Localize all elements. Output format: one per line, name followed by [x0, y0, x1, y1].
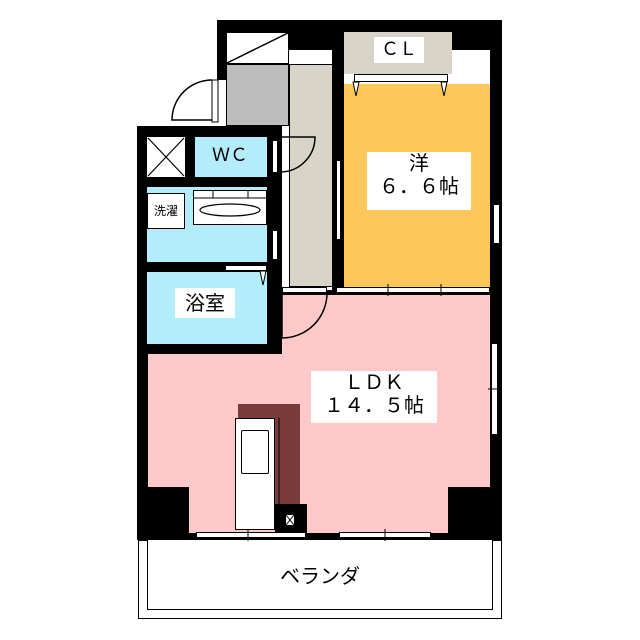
- veranda-inner: [147, 540, 493, 610]
- bath-label-2: 浴室: [175, 288, 235, 318]
- wc-label: ＷＣ: [200, 143, 260, 169]
- wall-entrance-left: [217, 20, 227, 80]
- western-left-window: [336, 160, 341, 240]
- pillar-bottom-left: [137, 487, 189, 540]
- kitchen-sink: [241, 430, 269, 474]
- western-ldk-sliding-door: [336, 287, 490, 293]
- ldk-room-size: １４．５帖: [324, 393, 424, 417]
- western-room-type: 洋: [409, 151, 429, 175]
- ldk-room-type: ＬＤＫ: [344, 370, 404, 394]
- entrance-floor: [226, 64, 289, 126]
- laundry-box: [147, 193, 185, 229]
- wall-hall-right: [332, 20, 344, 295]
- western-right-window: [493, 204, 500, 244]
- ldk-bottom-window-left: [196, 532, 306, 538]
- ldk-label: ＬＤＫ １４．５帖: [311, 371, 437, 423]
- closet-door-track: [354, 74, 448, 82]
- laundry-label: 洗濯: [153, 204, 178, 218]
- closet-label: ＣＬ: [374, 37, 424, 63]
- wc-door: [272, 140, 278, 173]
- hallway-floor: [289, 64, 333, 287]
- pillar-bottom-right: [448, 487, 502, 540]
- veranda-label: ベランダ: [280, 564, 360, 588]
- bath-door-track: [225, 265, 267, 271]
- western-room-label: 洋 ６．６帖: [367, 152, 471, 210]
- ldk-hall-door-track: [282, 287, 327, 293]
- washroom-door: [272, 230, 278, 260]
- western-room-size: ６．６帖: [379, 174, 459, 198]
